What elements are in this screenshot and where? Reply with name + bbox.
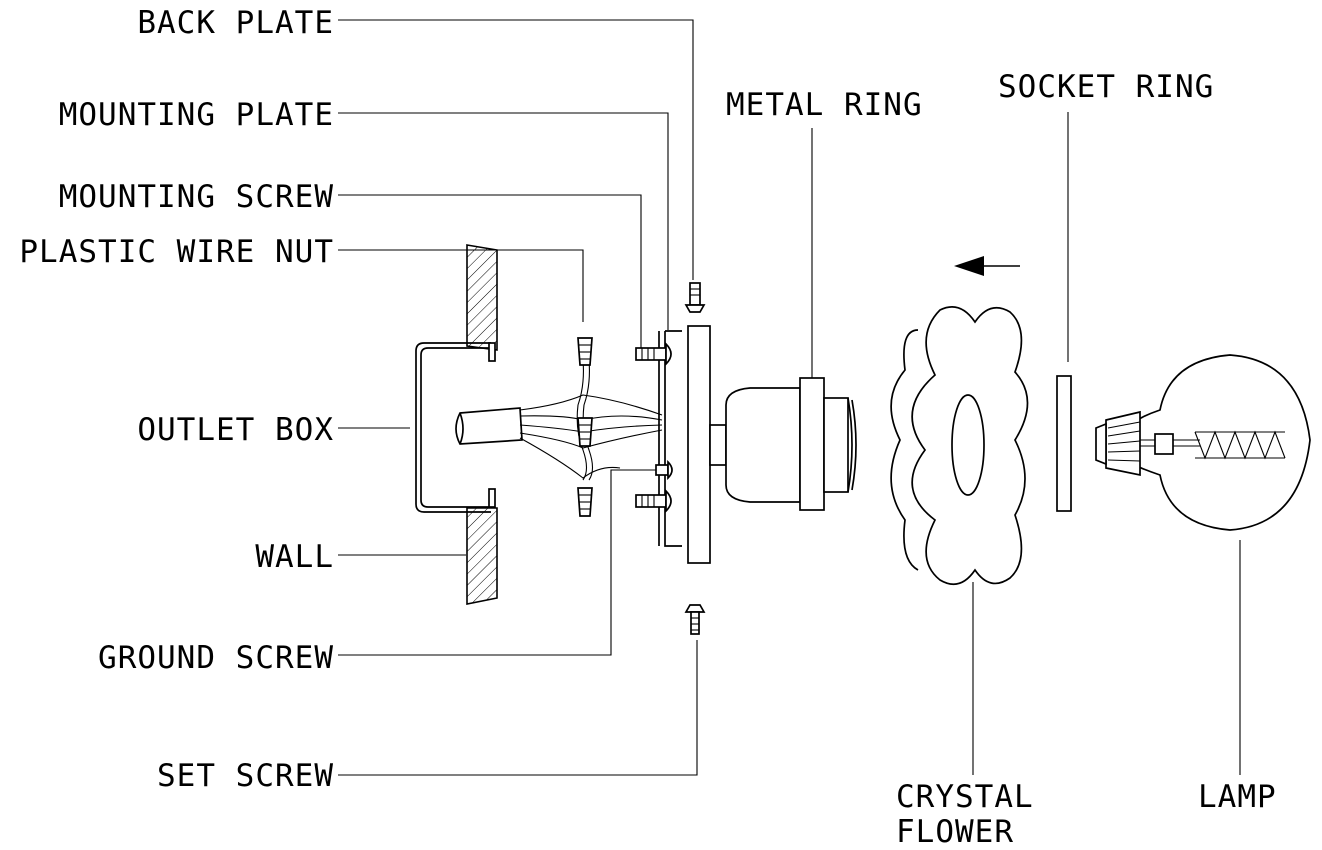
mounting-screw-lower <box>635 488 672 514</box>
wall-label: WALL <box>255 539 334 575</box>
set-screw-leader <box>338 640 698 776</box>
set-screw-label: SET SCREW <box>157 758 334 794</box>
outlet-box <box>415 342 496 513</box>
wire-nuts <box>577 337 593 517</box>
back-plate-leader <box>338 19 694 280</box>
socket-ring-label: SOCKET RING <box>998 69 1214 105</box>
wire-nut-middle <box>577 417 593 447</box>
ground-screw-label: GROUND SCREW <box>98 640 334 676</box>
lamp-label: LAMP <box>1198 779 1277 815</box>
wire-nut-bottom <box>577 487 593 517</box>
socket-body <box>709 387 801 503</box>
lamp-bulb <box>1095 354 1311 531</box>
mounting-screw-upper <box>635 341 672 367</box>
mounting-screw-label: MOUNTING SCREW <box>59 179 334 215</box>
back-plate-label: BACK PLATE <box>137 5 334 41</box>
plastic-wire-nut-label: PLASTIC WIRE NUT <box>19 234 334 270</box>
mounting-screw-leader <box>338 194 642 352</box>
crystal-flower-label-line1: CRYSTAL <box>896 779 1034 815</box>
plastic-wire-nut-leader <box>338 249 584 322</box>
set-screw-bottom <box>684 604 706 635</box>
wall-lower-section <box>466 507 498 605</box>
set-screw-top <box>684 282 706 313</box>
mounting-plate-leader <box>338 112 669 330</box>
crystal-flower <box>890 306 1029 586</box>
lamp-filament <box>1140 430 1286 460</box>
outlet-box-label: OUTLET BOX <box>137 412 334 448</box>
back-plate <box>687 325 711 564</box>
ground-screw-leader <box>338 469 656 656</box>
mounting-plate <box>658 330 682 547</box>
wire-nut-top <box>577 337 593 366</box>
wall-upper-section <box>466 244 498 351</box>
metal-ring-label: METAL RING <box>726 87 923 123</box>
metal-ring <box>799 377 825 511</box>
socket-ring <box>1056 375 1072 512</box>
ground-screw <box>655 459 673 481</box>
mounting-plate-label: MOUNTING PLATE <box>59 97 334 133</box>
cable-and-wires <box>455 359 663 481</box>
lamp-screw-base <box>1095 410 1141 477</box>
leader-lines <box>338 19 1241 776</box>
wall <box>466 244 498 605</box>
assembly-direction-arrow <box>954 256 1020 276</box>
socket-thread <box>823 397 857 493</box>
crystal-flower-label-line2: FLOWER <box>896 814 1014 850</box>
